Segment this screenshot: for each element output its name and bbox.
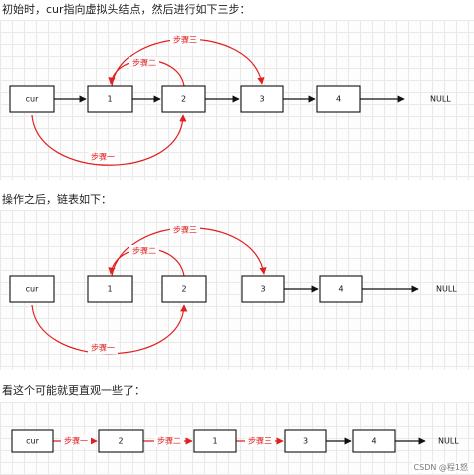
node-label: 4 [338,285,343,294]
node-label: 2 [181,95,186,104]
node-label: 1 [107,95,112,104]
diagram-after: cur 1 2 3 4 NULL 步骤三 步骤二 步骤一 [9,224,457,355]
diagram-intuitive: cur 2 1 3 4 NULL 步骤一 步骤二 步骤三 [11,429,459,453]
node-cur: cur [9,275,55,303]
caption-initial: 初始时，cur指向虚拟头结点，然后进行如下三步： [2,3,251,16]
caption-intuitive: 看这个可能就更直观一些了： [2,384,145,397]
node-2: 2 [161,85,206,113]
step-three-label: 步骤三 [173,226,197,235]
node-label: 2 [181,285,186,294]
node-4: 4 [319,275,363,303]
node-label: 1 [212,437,217,446]
node-3: 3 [284,429,327,453]
step-one-label: 步骤一 [91,344,115,353]
null-label: NULL [436,285,457,294]
node-label: 3 [303,437,308,446]
node-label: 4 [371,437,376,446]
node-cur: cur [11,429,54,453]
node-3: 3 [241,275,285,303]
step-two-label: 步骤二 [157,437,181,446]
node-label: cur [26,437,39,446]
step-one-label: 步骤一 [64,437,88,446]
node-4: 4 [316,85,361,113]
node-1: 1 [87,85,133,113]
node-label: 3 [260,285,265,294]
node-2: 2 [98,429,144,453]
diagram-after-panel: cur 1 2 3 4 NULL 步骤三 步骤二 步骤一 [0,210,474,370]
null-label: NULL [430,95,451,104]
node-label: cur [26,285,39,294]
node-label: 2 [118,437,123,446]
node-label: 3 [259,95,264,104]
step-three-label: 步骤三 [173,36,197,45]
node-1: 1 [193,429,237,453]
node-cur: cur [9,85,55,113]
node-4: 4 [352,429,396,453]
node-label: 4 [336,95,341,104]
diagram-initial-panel: cur 1 2 3 4 NULL 步骤三 步骤二 步骤一 [0,20,474,180]
step-one-path [31,114,187,166]
csdn-watermark: CSDN @程1怒 [411,462,470,473]
caption-after: 操作之后，链表如下： [2,193,112,206]
node-1: 1 [87,275,133,303]
step-three-label: 步骤三 [248,437,272,446]
node-label: 1 [107,285,112,294]
step-two-label: 步骤二 [132,247,156,256]
node-label: cur [26,95,39,104]
step-one-label: 步骤一 [91,153,115,162]
node-2: 2 [161,275,207,303]
step-two-label: 步骤二 [132,59,156,68]
diagram-intuitive-panel: cur 2 1 3 4 NULL 步骤一 步骤二 步骤三 [0,402,474,475]
null-label: NULL [438,437,459,446]
node-3: 3 [240,85,284,113]
diagram-initial: cur 1 2 3 4 NULL 步骤三 步骤二 步骤一 [9,34,451,166]
